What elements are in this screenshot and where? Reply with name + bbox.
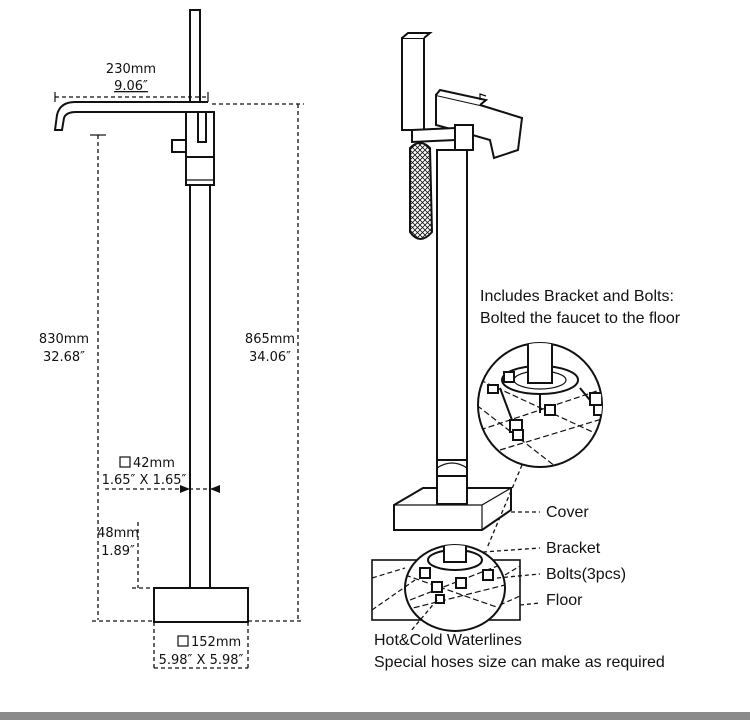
bracket-note-title: Includes Bracket and Bolts: [480, 288, 674, 305]
bracket-note-subtitle: Bolted the faucet to the floor [480, 310, 681, 327]
spout-reach-mm: 230mm [106, 62, 156, 77]
bracket-detail-inset [477, 342, 603, 468]
base-size-inch: 5.98″ X 5.98″ [159, 653, 244, 668]
label-bolts: Bolts(3pcs) [546, 566, 626, 583]
total-height-inch: 34.06″ [249, 350, 291, 365]
part-leader-lines [409, 511, 541, 633]
base-size-mm: 152mm [191, 635, 241, 650]
spout-height-inch: 32.68″ [43, 350, 85, 365]
detail-leader-line [486, 464, 523, 549]
column-size-inch: 1.65″ X 1.65″ [102, 473, 187, 488]
label-cover: Cover [546, 504, 589, 521]
column-size-mm: 42mm [133, 456, 175, 471]
label-bracket: Bracket [546, 540, 601, 557]
footer-bar [0, 712, 750, 720]
base-height-mm: 48mm [97, 526, 139, 541]
perspective-view-drawing [393, 32, 524, 531]
square-outline-icon [177, 635, 189, 647]
label-floor: Floor [546, 592, 583, 609]
spout-height-mm: 830mm [39, 332, 89, 347]
total-height-mm: 865mm [245, 332, 295, 347]
hoses-note: Special hoses size can make as required [374, 654, 665, 671]
square-outline-icon [119, 456, 131, 468]
side-view-drawing [53, 9, 249, 623]
waterlines-label: Hot&Cold Waterlines [374, 632, 522, 649]
dimension-lines [54, 92, 304, 669]
spout-reach-inch: 9.06″ [114, 79, 148, 94]
base-height-inch: 1.89″ [101, 544, 135, 559]
floor-detail [371, 544, 521, 632]
